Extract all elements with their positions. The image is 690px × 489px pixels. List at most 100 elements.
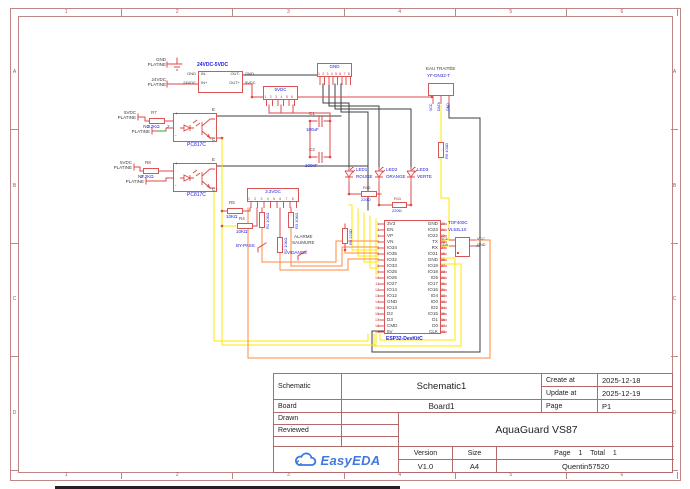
net-label-24vdc-platine[interactable]: 24VDC PLATINE — [147, 77, 166, 87]
cap-c1-ref[interactable]: C1 — [309, 111, 315, 116]
esp32-pin-row: 17 D3 — [375, 317, 393, 322]
esp32-pin-row: 3 VP — [377, 233, 394, 238]
opto-internals-icon — [180, 168, 215, 190]
esp32-label: ESP32-DevKitC — [386, 336, 423, 342]
frame-row-label: C — [671, 244, 678, 358]
res-r9[interactable] — [342, 228, 348, 244]
tb-author[interactable]: Quentin57520 — [561, 462, 610, 471]
tb-schematic-value[interactable]: Schematic1 — [342, 374, 542, 400]
header-3v3-label: 3.3VDC — [265, 189, 281, 194]
opto1-pin-2: 2 — [167, 124, 170, 129]
tb-update-at-value[interactable]: 2025-12-19 — [598, 387, 673, 400]
esp32-pin-row: 2 EN — [377, 227, 394, 232]
res-r7[interactable] — [149, 118, 165, 124]
tb-page-value[interactable]: P1 — [598, 400, 673, 413]
esp32-pin-row: 4 VN — [377, 239, 394, 244]
opto1-pin-plus: + — [175, 111, 178, 116]
esp32-pin-row: IO21 25 — [428, 251, 445, 256]
frame-col-label: 1 — [11, 472, 123, 479]
signal-alarme-line2: SAUMURE — [292, 240, 315, 245]
converter-24vdc-5vdc[interactable] — [198, 71, 243, 93]
frame-outer — [10, 8, 681, 481]
esp32-left-pins — [378, 221, 384, 335]
esp32-pin-row: TX 23 — [432, 239, 445, 244]
opto2-pin-plus: + — [175, 161, 178, 166]
res-r11-ref: R11 — [394, 196, 402, 201]
led3-ref: LED3 — [417, 167, 429, 172]
esp32-pin-row: 15 IO13 — [375, 305, 397, 310]
esp32-pin-row: 5 IO34 — [377, 245, 397, 250]
tb-reviewed-value[interactable] — [342, 425, 399, 437]
tb-create-at-value[interactable]: 2025-12-18 — [598, 374, 673, 387]
led2-symbol[interactable] — [373, 167, 385, 184]
flow-sensor-title: EAU TRAITÉE — [426, 66, 456, 71]
opto2-pin-e: E — [212, 157, 216, 162]
flow-sensor-pin-data: DATA — [437, 102, 441, 111]
res-r1-label: R1 10KΩ — [265, 212, 270, 229]
cap-c1-symbol[interactable] — [317, 116, 325, 127]
converter-pin-in-minus: IN- — [201, 71, 207, 76]
tb-board-label: Board — [274, 400, 342, 413]
frame-row-label: D — [671, 357, 678, 471]
res-r3[interactable] — [288, 212, 294, 228]
cap-c2-ref[interactable]: C2 — [309, 147, 315, 152]
tb-project-title[interactable]: AquaGuard VS87 — [399, 413, 674, 447]
header-3v3[interactable]: 3.3VDC 12345678 — [247, 188, 299, 202]
res-r2[interactable] — [277, 237, 283, 253]
led3-symbol[interactable] — [405, 167, 417, 184]
opto-internals-icon — [180, 118, 215, 140]
res-r4[interactable] — [237, 223, 253, 229]
esp32-pin-row: GND 26 — [427, 257, 445, 262]
res-r1[interactable] — [259, 212, 265, 228]
led1-symbol[interactable] — [343, 167, 355, 184]
esp32-devkitc[interactable] — [384, 220, 441, 334]
signal-vidange[interactable]: VIDANGE — [287, 250, 308, 255]
esp32-left-pin-column: 1 3V3 2 EN 3 VP 4 VN 5 IO34 — [370, 221, 415, 335]
esp32-pin-row: 8 IO33 — [377, 263, 397, 268]
signal-alarme-line1[interactable]: ALARME — [294, 234, 313, 239]
tb-empty-label — [274, 437, 342, 447]
res-r6[interactable] — [438, 142, 444, 158]
tb-size-value[interactable]: A4 — [453, 460, 497, 473]
net-label-5vdc-platine-2[interactable]: 5VDC PLATINE — [113, 160, 132, 170]
esp32-pin-row: IO18 28 — [428, 269, 445, 274]
net-label-5vdc-platine-1[interactable]: 5VDC PLATINE — [117, 110, 136, 120]
res-r5-ref: R5 — [229, 200, 235, 205]
opto2-pc817c[interactable] — [173, 163, 217, 192]
res-r10-ref: R10 — [363, 185, 371, 190]
esp32-pin-row: 11 IO27 — [375, 281, 397, 286]
res-r7-ref: R7 — [151, 110, 157, 115]
led1-ref: LED1 — [356, 167, 368, 172]
res-r8[interactable] — [143, 168, 159, 174]
res-r4-value: 10KΩ — [236, 229, 248, 234]
res-r11[interactable] — [392, 202, 407, 208]
net-label-gnd-platine[interactable]: GND PLATINE — [147, 57, 166, 67]
flow-sensor-yf-dn32-t[interactable] — [428, 83, 454, 96]
net-label-nf-platine[interactable]: NF PLATINE — [125, 174, 144, 184]
esp32-pin-row: IO19 27 — [428, 263, 445, 268]
esp32-pin-row: 10 IO26 — [375, 275, 397, 280]
header-5vdc-label: 5VDC — [274, 87, 287, 92]
tb-drawn-value[interactable] — [342, 413, 399, 425]
header-gnd[interactable]: GND 12345678 — [317, 63, 352, 77]
esp32-pin-row: 13 IO12 — [375, 293, 397, 298]
tb-version-value[interactable]: V1.0 — [399, 460, 453, 473]
tof-sensor-vl53l1x[interactable] — [455, 237, 470, 257]
cap-c2-value: 100nF — [305, 163, 318, 168]
net-label-no-platine[interactable]: NO PLATINE — [131, 124, 150, 134]
res-r10[interactable] — [361, 191, 377, 197]
tb-logo-cell: EasyEDA — [274, 447, 399, 473]
signal-bypass[interactable]: BY-PASS — [236, 243, 255, 248]
opto1-pc817c[interactable] — [173, 113, 217, 142]
cap-c2-symbol[interactable] — [317, 152, 325, 163]
opto1-pin-minus: - — [175, 133, 177, 138]
esp32-pin-row: CLK 38 — [429, 329, 445, 334]
header-5vdc[interactable]: 5VDC 123456 — [263, 86, 298, 100]
tb-update-at-label: Update at — [542, 387, 598, 400]
tb-board-value[interactable]: Board1 — [342, 400, 542, 413]
tb-empty-value — [342, 437, 399, 447]
res-r5[interactable] — [227, 208, 243, 214]
res-r6-label: R6 100Ω — [444, 143, 449, 159]
